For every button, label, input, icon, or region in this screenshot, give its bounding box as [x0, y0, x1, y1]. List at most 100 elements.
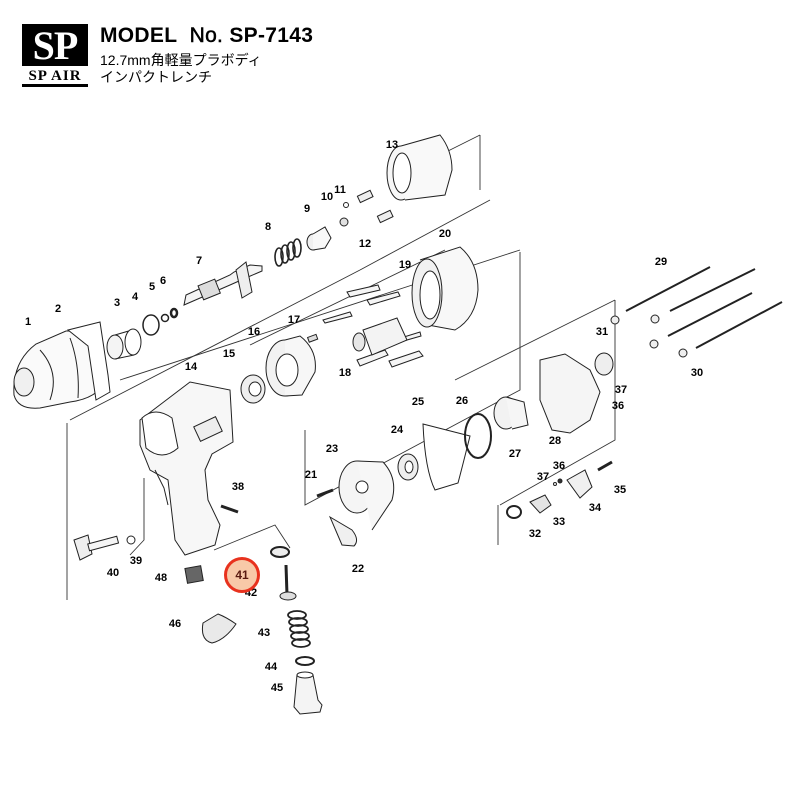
- logo-wordmark: SP AIR: [22, 68, 88, 87]
- highlighted-part-number: 41: [235, 568, 249, 582]
- part-37-ball: [553, 482, 557, 486]
- part-label[interactable]: 17: [287, 314, 301, 326]
- part-5-ring: [160, 313, 170, 323]
- part-28-rear-cover: [539, 353, 601, 434]
- part-label[interactable]: 43: [257, 627, 271, 639]
- part-label[interactable]: 3: [113, 297, 121, 309]
- part-label[interactable]: 37: [536, 471, 550, 483]
- part-label[interactable]: 24: [390, 424, 404, 436]
- part-label[interactable]: 7: [195, 255, 203, 267]
- part-14-housing: [139, 381, 234, 556]
- part-label[interactable]: 15: [222, 348, 236, 360]
- part-label[interactable]: 9: [303, 203, 311, 215]
- part-label[interactable]: 11: [334, 184, 346, 196]
- part-42-valve-stem: [279, 564, 297, 601]
- part-label[interactable]: 35: [613, 484, 627, 496]
- part-40-throttle: [73, 534, 120, 561]
- part-16-rear-plate: [265, 335, 316, 397]
- part-label[interactable]: 4: [131, 291, 139, 303]
- part-34-reverse-knob: [566, 469, 593, 499]
- part-3-bushing: [106, 328, 142, 360]
- part-label[interactable]: 37: [614, 384, 628, 396]
- model-number: SP-7143: [229, 24, 314, 47]
- part-label[interactable]: 31: [595, 326, 609, 338]
- part-label[interactable]: 30: [690, 367, 704, 379]
- part-label[interactable]: 13: [385, 139, 399, 151]
- part-label[interactable]: 6: [159, 275, 167, 287]
- part-label[interactable]: 32: [528, 528, 542, 540]
- part-label[interactable]: 28: [548, 435, 562, 447]
- part-4-washer: [142, 314, 160, 336]
- part-46-exhaust-deflector: [201, 613, 237, 644]
- sp-air-logo: SP SP AIR: [22, 24, 88, 87]
- subtitle-line-2: インパクトレンチ: [100, 69, 212, 85]
- part-label[interactable]: 38: [231, 481, 245, 493]
- logo-mark: SP: [22, 24, 88, 68]
- part-12-pin: [376, 209, 394, 224]
- part-22-lever: [328, 515, 358, 547]
- part-label[interactable]: 20: [438, 228, 452, 240]
- part-30-nuts: [610, 314, 688, 358]
- part-label[interactable]: 26: [455, 395, 469, 407]
- part-label[interactable]: 33: [552, 516, 566, 528]
- part-11-ball: [343, 202, 349, 208]
- part-label[interactable]: 34: [588, 502, 602, 514]
- part-24-bearing: [397, 453, 419, 481]
- part-label[interactable]: 48: [154, 572, 168, 584]
- subtitle-line-1: 12.7mm角軽量プラボディ: [100, 52, 262, 68]
- part-label[interactable]: 22: [351, 563, 365, 575]
- part-31-bushing: [594, 352, 614, 376]
- part-45-air-inlet: [293, 671, 323, 715]
- pin-upper: [356, 189, 374, 204]
- part-32-o-ring: [506, 505, 522, 519]
- part-13-hammer-cage: [386, 134, 453, 201]
- header-title-block: MODEL No. SP-7143 12.7mm角軽量プラボディ インパクトレン…: [100, 24, 313, 86]
- part-25-gasket: [422, 423, 471, 491]
- part-26-o-ring: [464, 413, 492, 459]
- part-label[interactable]: 36: [552, 460, 566, 472]
- part-label[interactable]: 23: [325, 443, 339, 455]
- part-29-bolts: [625, 266, 783, 349]
- part-label[interactable]: 27: [508, 448, 522, 460]
- part-23-end-plate: [338, 460, 395, 531]
- part-label[interactable]: 10: [320, 191, 334, 203]
- part-label[interactable]: 36: [611, 400, 625, 412]
- model-prefix: MODEL: [100, 24, 178, 47]
- part-7-anvil: [183, 261, 263, 306]
- part-33-reverse-valve: [529, 494, 552, 514]
- part-43-spring: [287, 610, 311, 648]
- part-label[interactable]: 5: [148, 281, 156, 293]
- part-17-key: [306, 333, 319, 343]
- part-9-cam: [306, 226, 332, 251]
- highlighted-part-callout[interactable]: 41: [224, 557, 260, 593]
- part-20-cylinder: [411, 246, 479, 331]
- part-label[interactable]: 8: [264, 221, 272, 233]
- part-label[interactable]: 25: [411, 396, 425, 408]
- part-15-bearing: [240, 374, 266, 404]
- model-title: MODEL No. SP-7143: [100, 24, 313, 48]
- part-27-valve: [493, 396, 529, 430]
- model-no-label: No.: [189, 24, 224, 48]
- part-label[interactable]: 14: [184, 361, 198, 373]
- part-label[interactable]: 21: [304, 469, 318, 481]
- part-39-o-ring: [126, 535, 136, 545]
- part-19-vanes: [322, 284, 424, 368]
- part-label[interactable]: 39: [129, 555, 143, 567]
- part-label[interactable]: 29: [654, 256, 668, 268]
- part-label[interactable]: 16: [247, 326, 261, 338]
- part-label[interactable]: 1: [24, 316, 32, 328]
- part-label[interactable]: 45: [270, 682, 284, 694]
- part-35-screw: [597, 460, 613, 472]
- part-21-pin: [316, 488, 334, 498]
- part-label[interactable]: 40: [106, 567, 120, 579]
- part-label[interactable]: 46: [168, 618, 182, 630]
- part-label[interactable]: 19: [398, 259, 412, 271]
- part-label[interactable]: 18: [338, 367, 352, 379]
- part-10-nut: [339, 217, 349, 227]
- part-38-pin: [220, 504, 239, 514]
- part-label[interactable]: 2: [54, 303, 62, 315]
- part-label[interactable]: 12: [358, 238, 372, 250]
- part-6-o-ring: [169, 307, 179, 319]
- part-label[interactable]: 44: [264, 661, 278, 673]
- part-48-filter: [184, 565, 204, 584]
